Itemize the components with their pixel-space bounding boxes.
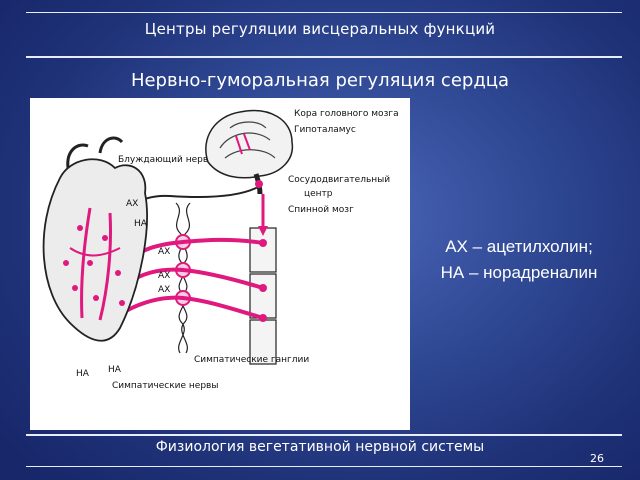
label-ganglia: Симпатические ганглии: [194, 355, 309, 365]
label-sym-nerves: Симпатические нервы: [112, 381, 218, 391]
slide-title: Нервно-гуморальная регуляция сердца: [130, 70, 510, 91]
label-cortex: Кора головного мозга: [294, 109, 399, 119]
label-ax-3: АХ: [158, 271, 170, 281]
footer-title: Физиология вегетативной нервной системы: [155, 439, 485, 455]
header-divider: [26, 56, 622, 58]
footer-divider: [26, 434, 622, 436]
diagram-svg: Кора головного мозга Гипоталамус Сосудод…: [42, 109, 399, 391]
label-ha-3: НА: [108, 365, 122, 375]
legend-line-1: АХ – ацетилхолин;: [445, 237, 593, 256]
page-number: 26: [590, 452, 604, 465]
label-ax-4: АХ: [158, 285, 170, 295]
ganglia-chain-drawing: [175, 202, 191, 354]
header-title: Центры регуляции висцеральных функций: [144, 20, 496, 38]
label-hypothalamus: Гипоталамус: [294, 125, 356, 135]
label-vasomotor-2: центр: [304, 189, 333, 199]
label-ha-1: НА: [134, 219, 148, 229]
legend-line-2: НА – норадреналин: [440, 263, 598, 282]
bottom-rule: [26, 466, 622, 467]
label-ha-2: НА: [76, 369, 90, 379]
label-vasomotor-1: Сосудодвигательный: [288, 175, 390, 185]
label-spinal-cord: Спинной мозг: [288, 205, 354, 215]
label-vagus: Блуждающий нерв: [118, 155, 208, 165]
spinal-cord-drawing: [249, 194, 277, 365]
legend: АХ – ацетилхолин; НА – норадреналин: [408, 234, 630, 286]
heart-drawing: [42, 136, 148, 342]
heart-regulation-diagram: Кора головного мозга Гипоталамус Сосудод…: [30, 98, 410, 430]
top-rule: [26, 12, 622, 13]
label-ax-1: АХ: [126, 199, 138, 209]
label-ax-2: АХ: [158, 247, 170, 257]
brain-drawing: [205, 109, 294, 195]
